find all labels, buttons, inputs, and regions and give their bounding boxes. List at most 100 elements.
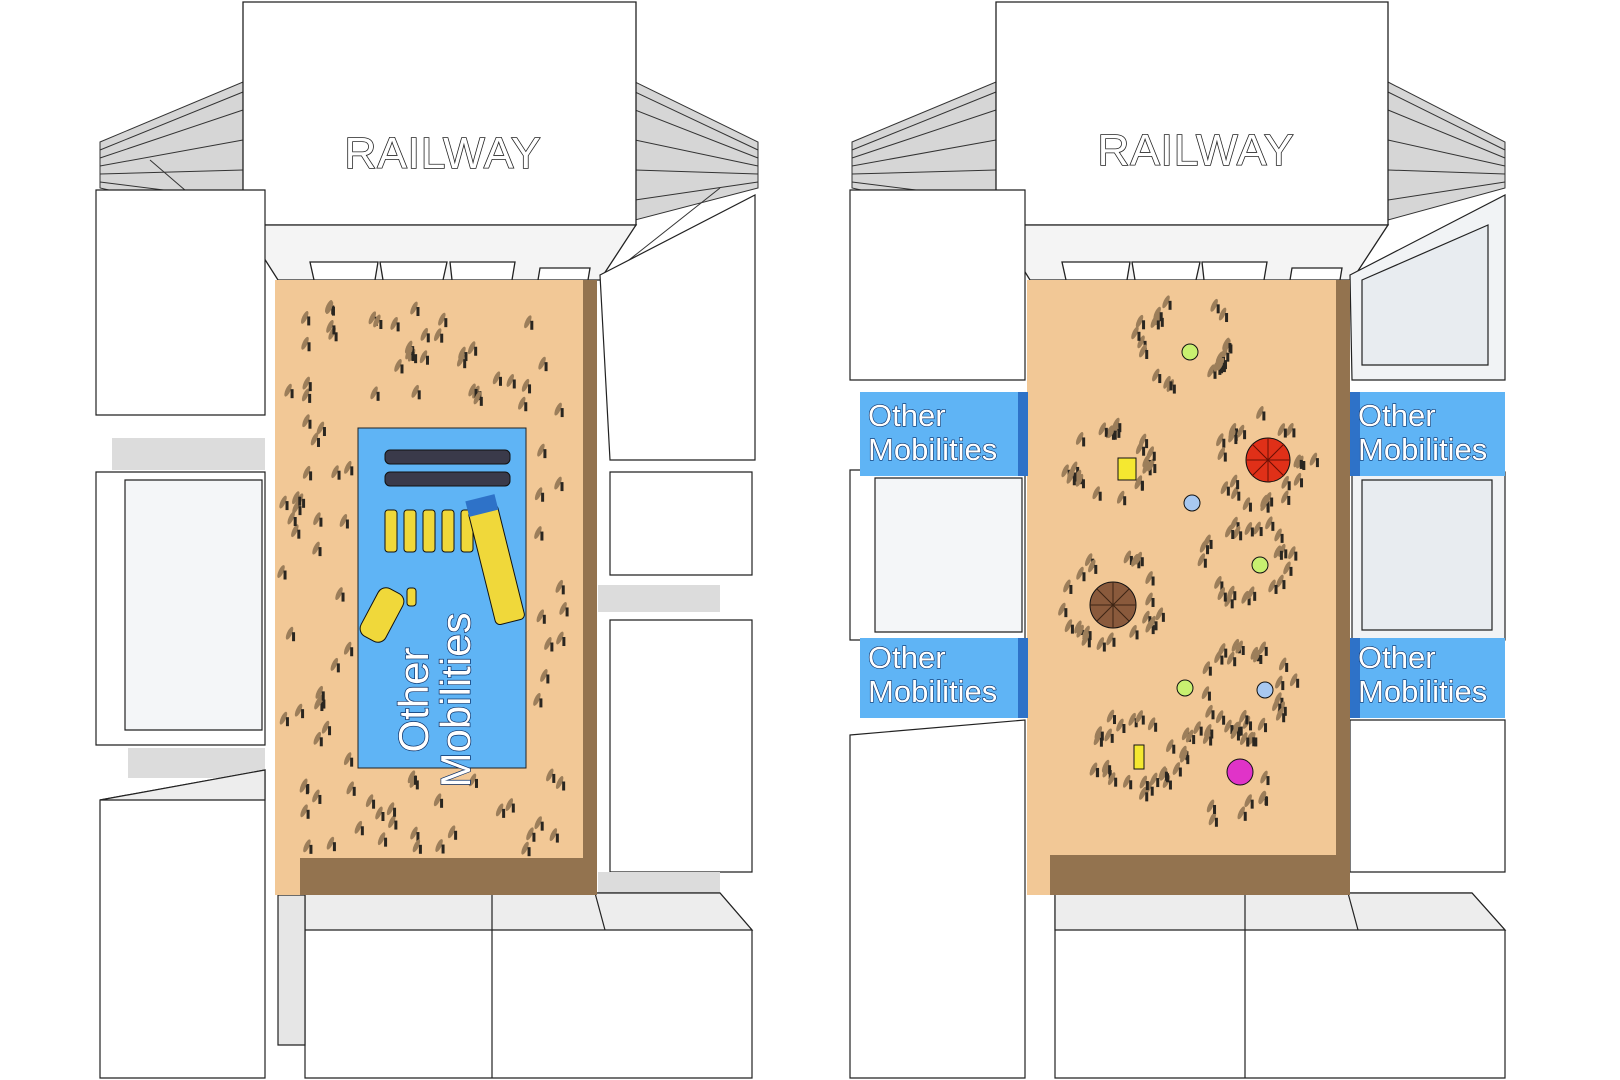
yellow-square-2	[1134, 745, 1144, 769]
person	[1237, 492, 1240, 501]
lime-ball-1	[1182, 344, 1198, 360]
person	[550, 642, 553, 651]
person	[1300, 478, 1303, 487]
person	[1169, 781, 1172, 790]
person	[1082, 437, 1085, 446]
right-west-buildings	[850, 190, 1025, 1078]
person	[1152, 577, 1155, 586]
person	[1137, 332, 1140, 341]
person	[1173, 385, 1176, 394]
person	[1209, 667, 1212, 676]
right-mob-tl-line2: Mobilities	[868, 432, 997, 467]
person	[1141, 481, 1144, 490]
person	[322, 691, 325, 700]
person	[1158, 374, 1161, 383]
person	[541, 493, 544, 502]
person	[298, 497, 301, 506]
person	[308, 342, 311, 351]
person	[1228, 343, 1231, 352]
person	[1154, 723, 1157, 732]
person	[1253, 592, 1256, 601]
person	[502, 809, 505, 818]
person	[411, 352, 414, 361]
person	[418, 390, 421, 399]
person	[1316, 458, 1319, 467]
person	[480, 397, 483, 406]
person	[1243, 430, 1246, 439]
person	[377, 392, 380, 401]
person	[307, 810, 310, 819]
person	[342, 593, 345, 602]
right-mobility-tl: Other Mobilities	[860, 392, 1028, 476]
person	[512, 804, 515, 813]
person	[320, 737, 323, 746]
person	[1249, 721, 1252, 730]
person	[1227, 487, 1230, 496]
right-mob-bl-line1: Other	[868, 640, 946, 675]
right-mob-br-line1: Other	[1358, 640, 1436, 675]
person	[1260, 527, 1263, 536]
person	[318, 795, 321, 804]
person	[543, 449, 546, 458]
person	[302, 499, 305, 508]
person	[1146, 781, 1149, 790]
person	[561, 482, 564, 491]
person	[1122, 724, 1125, 733]
person	[561, 408, 564, 417]
person	[1099, 492, 1102, 501]
person	[414, 354, 417, 363]
person	[337, 663, 340, 672]
person	[1259, 655, 1262, 664]
person	[1282, 580, 1285, 589]
person	[1282, 713, 1285, 722]
right-mob-tl-line1: Other	[868, 398, 946, 433]
person	[309, 382, 312, 391]
person	[1114, 431, 1117, 440]
person	[1169, 301, 1172, 310]
right-scene: RAILWAY	[850, 2, 1505, 1078]
person	[1152, 598, 1155, 607]
person	[545, 362, 548, 371]
person	[1294, 552, 1297, 561]
person	[381, 812, 384, 821]
person	[361, 826, 364, 835]
yellow-square-1	[1118, 458, 1136, 480]
person	[1073, 476, 1076, 485]
person	[1234, 435, 1237, 444]
person	[1172, 745, 1175, 754]
person	[301, 709, 304, 718]
person	[1222, 716, 1225, 725]
person	[1142, 320, 1145, 329]
person	[322, 700, 325, 709]
person	[1155, 621, 1158, 630]
person	[1118, 423, 1121, 432]
left-center-label-line2: Mobilities	[432, 612, 479, 787]
left-scene: RAILWAY	[96, 2, 758, 1078]
person	[1244, 812, 1247, 821]
person	[1265, 647, 1268, 656]
person	[1231, 530, 1234, 539]
person	[1123, 496, 1126, 505]
person	[454, 831, 457, 840]
person	[292, 632, 295, 641]
person	[1266, 776, 1269, 785]
person	[426, 356, 429, 365]
person	[1160, 312, 1163, 321]
person	[1245, 715, 1248, 724]
right-mob-tr-line1: Other	[1358, 398, 1436, 433]
left-east-buildings	[598, 195, 755, 895]
person	[1145, 439, 1148, 448]
person	[1281, 534, 1284, 543]
person	[1220, 656, 1223, 665]
person	[1212, 710, 1215, 719]
person	[400, 364, 403, 373]
person	[319, 518, 322, 527]
person	[328, 726, 331, 735]
person	[1112, 638, 1115, 647]
right-mob-bl-line2: Mobilities	[868, 674, 997, 709]
left-south-buildings	[278, 893, 752, 1078]
person	[419, 845, 422, 854]
person	[1113, 715, 1116, 724]
right-rail-tracks-east	[1388, 82, 1505, 220]
person	[309, 845, 312, 854]
